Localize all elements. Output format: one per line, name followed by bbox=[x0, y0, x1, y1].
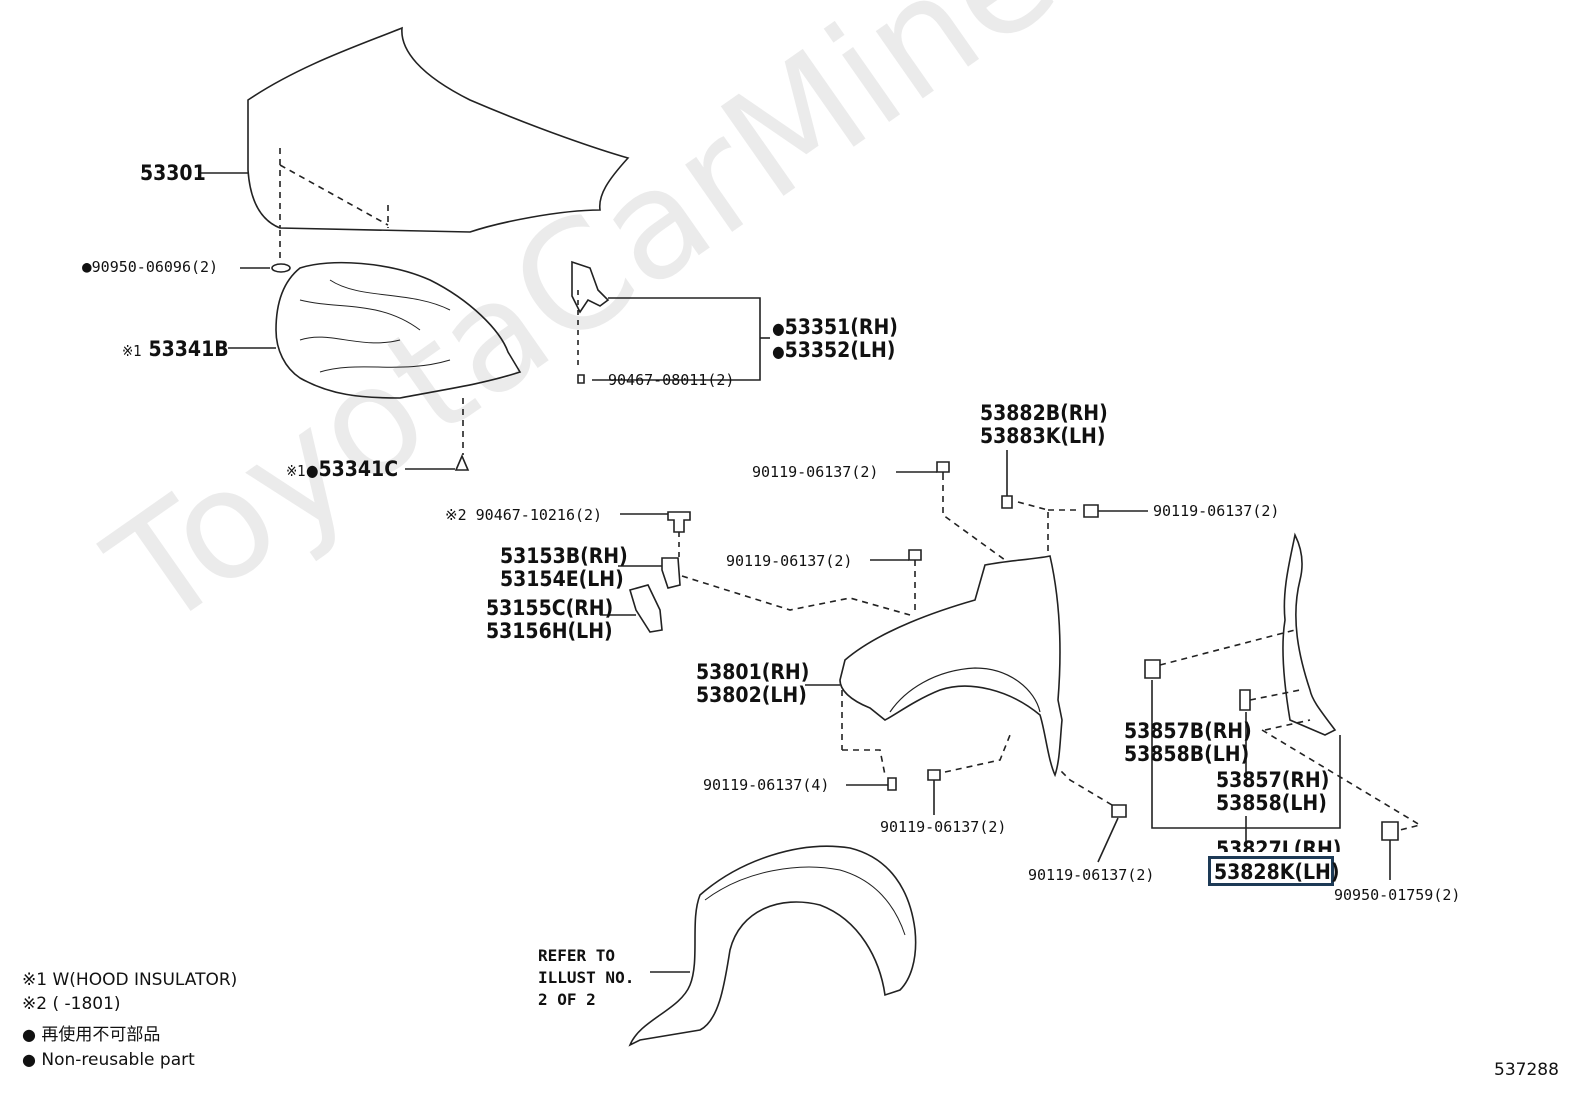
label-bolt-c: 90119-06137(2) bbox=[726, 552, 853, 570]
refer-line-2: ILLUST NO. bbox=[538, 968, 635, 987]
non-reusable-dot-icon bbox=[772, 338, 785, 362]
label-protector-lh: 53858B(LH) bbox=[1124, 742, 1250, 766]
label-bolt-e: 90119-06137(2) bbox=[880, 818, 1007, 836]
clip-prefix: ※1 bbox=[286, 462, 306, 480]
label-bolt-a: 90119-06137(2) bbox=[752, 463, 879, 481]
clip-number: 53341C bbox=[318, 457, 399, 481]
label-seal-lh: 53883K(LH) bbox=[980, 424, 1106, 448]
label-panel-lh: 53828K(LH) bbox=[1214, 860, 1340, 884]
non-reusable-dot-icon bbox=[22, 1050, 36, 1070]
footnote-3-text: 再使用不可部品 bbox=[41, 1025, 161, 1045]
label-protector-rh: 53857B(RH) bbox=[1124, 719, 1252, 743]
front-fender bbox=[839, 555, 1063, 778]
label-bracket2-rh: 53153B(RH) bbox=[500, 544, 628, 568]
highlight-box bbox=[1208, 856, 1334, 886]
non-reusable-dot-icon bbox=[772, 315, 785, 339]
footnote-4: Non-reusable part bbox=[22, 1050, 195, 1070]
label-seal-rh: 53882B(RH) bbox=[980, 401, 1108, 425]
footnote-2: ※2 ( -1801) bbox=[22, 994, 121, 1014]
label-bracket3-rh: 53155C(RH) bbox=[486, 596, 614, 620]
fender-liner bbox=[628, 845, 917, 1047]
label-clip-10216: ※2 90467-10216(2) bbox=[445, 506, 602, 524]
fender-apron bbox=[1282, 532, 1337, 736]
label-cushion-top: 90950-06096(2) bbox=[82, 258, 218, 276]
label-bracket-lh: 53352(LH) bbox=[772, 338, 896, 363]
clip2-number: 90467-10216(2) bbox=[475, 506, 603, 524]
label-screw-08011: 90467-08011(2) bbox=[608, 371, 735, 389]
refer-line-3: 2 OF 2 bbox=[538, 990, 596, 1009]
label-fender-lh: 53802(LH) bbox=[696, 683, 807, 707]
refer-line-1: REFER TO bbox=[538, 946, 616, 965]
hood-panel bbox=[247, 26, 630, 233]
label-seal2-rh: 53857(RH) bbox=[1216, 768, 1330, 792]
cushion-top-number: 90950-06096(2) bbox=[91, 258, 219, 276]
hood-bracket bbox=[571, 260, 610, 314]
bracket-lh-number: 53352(LH) bbox=[784, 338, 896, 362]
hood-insulator bbox=[275, 261, 522, 399]
bracket-rh-number: 53351(RH) bbox=[784, 315, 898, 339]
label-bracket2-lh: 53154E(LH) bbox=[500, 567, 624, 591]
clip2-prefix: ※2 bbox=[445, 506, 467, 524]
insulator-number: 53341B bbox=[148, 337, 229, 361]
footnote-3: 再使用不可部品 bbox=[22, 1025, 160, 1045]
label-bolt-f: 90119-06137(2) bbox=[1028, 866, 1155, 884]
non-reusable-dot-icon bbox=[306, 457, 319, 481]
label-hood: 53301 bbox=[140, 161, 206, 185]
label-bolt-d: 90119-06137(4) bbox=[703, 776, 830, 794]
label-bracket-rh: 53351(RH) bbox=[772, 315, 898, 340]
footnote-1: ※1 W(HOOD INSULATOR) bbox=[22, 970, 238, 990]
refer-note: REFER TO ILLUST NO. 2 OF 2 bbox=[538, 945, 634, 1011]
label-panel-rh: 53827L(RH) bbox=[1216, 838, 1342, 852]
diagram-id: 537288 bbox=[1494, 1060, 1559, 1080]
non-reusable-dot-icon bbox=[22, 1025, 36, 1045]
insulator-prefix: ※1 bbox=[122, 342, 142, 360]
label-bracket3-lh: 53156H(LH) bbox=[486, 619, 613, 643]
label-clip-53341c: ※1 53341C bbox=[286, 457, 399, 483]
footnote-4-text: Non-reusable part bbox=[41, 1050, 195, 1070]
label-bolt-b: 90119-06137(2) bbox=[1153, 502, 1280, 520]
label-fender-rh: 53801(RH) bbox=[696, 660, 810, 684]
non-reusable-dot-icon bbox=[82, 258, 92, 276]
label-seal2-lh: 53858(LH) bbox=[1216, 791, 1327, 815]
label-hood-insulator: ※1 53341B bbox=[122, 338, 229, 363]
label-cushion-bottom: 90950-01759(2) bbox=[1334, 886, 1461, 904]
